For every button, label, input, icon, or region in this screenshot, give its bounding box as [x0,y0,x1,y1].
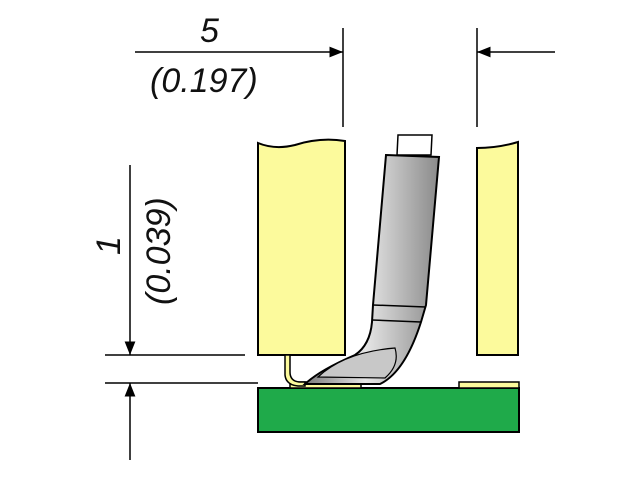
width-dimension-mm: 5 [200,12,219,50]
pcb-board [257,387,520,433]
width-dimension-inch: (0.197) [150,62,258,100]
left-component [257,138,346,356]
component-lead [284,354,306,387]
height-dimension-inch: (0.039) [140,197,178,305]
tip-shaft-end [396,134,433,156]
height-dimension-mm: 1 [90,236,128,255]
right-pad [458,381,520,389]
soldering-tip [302,153,441,385]
right-component [476,140,519,356]
